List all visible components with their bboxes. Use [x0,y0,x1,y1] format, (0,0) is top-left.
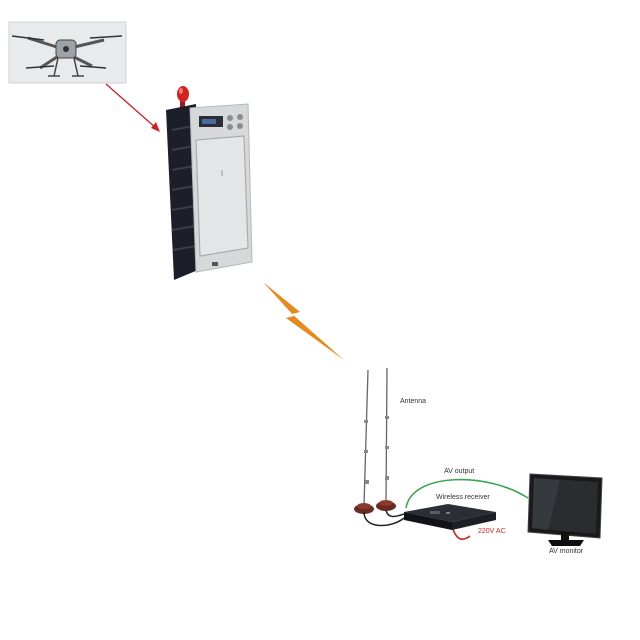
receiver-icon [404,504,496,530]
antenna-label: Antenna [400,398,427,405]
wireless-receiver-label: Wireless receiver [436,494,490,501]
drone-icon [8,21,127,84]
lightning-icon [263,282,344,360]
power-label: 220V AC [478,528,506,535]
transmitter-icon [166,86,253,280]
av-cable [405,478,529,509]
av-output-label: AV output [444,468,475,475]
monitor-icon [527,473,603,546]
av-monitor-label: AV monitor [549,548,584,555]
antenna-icon [354,367,396,514]
link-arrow [105,83,160,132]
antenna-cables [363,509,405,527]
